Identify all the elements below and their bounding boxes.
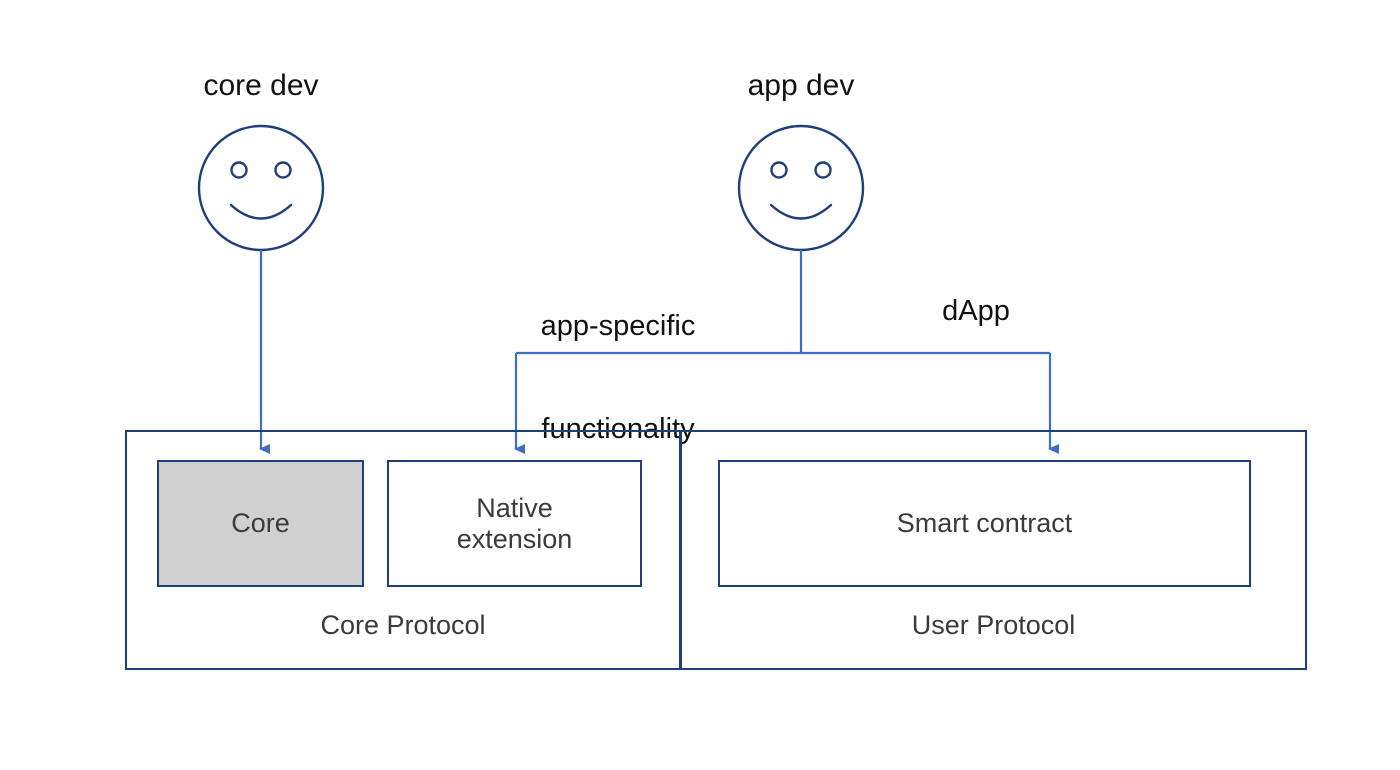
container-user-protocol: User Protocol <box>680 430 1307 670</box>
actor-label-core-dev: core dev <box>203 69 319 102</box>
node-smart-contract[interactable]: Smart contract <box>718 460 1251 587</box>
node-label-smart-contract: Smart contract <box>896 508 1073 538</box>
container-label-core-protocol: Core Protocol <box>320 610 486 640</box>
actor-label-app-dev: app dev <box>747 69 855 102</box>
node-label-line-1: Native <box>476 492 553 523</box>
smiley-face-icon-core-dev <box>197 124 325 252</box>
container-label-user-protocol: User Protocol <box>911 610 1076 640</box>
node-label-native-extension: Native extension <box>389 493 640 555</box>
node-label-line-2: extension <box>456 523 573 554</box>
edge-label-app-specific-functionality: app-specific functionality <box>463 241 773 515</box>
node-label-core: Core <box>231 508 290 538</box>
smiley-face-icon-app-dev <box>737 124 865 252</box>
edge-label-dapp: dApp <box>942 295 1010 327</box>
node-native-extension[interactable]: Native extension <box>387 460 642 587</box>
edge-label-line-1: app-specific <box>540 310 696 343</box>
edge-label-line-2: functionality <box>541 413 695 446</box>
node-core[interactable]: Core <box>157 460 364 587</box>
connector-app-dev-branch <box>514 250 1059 454</box>
